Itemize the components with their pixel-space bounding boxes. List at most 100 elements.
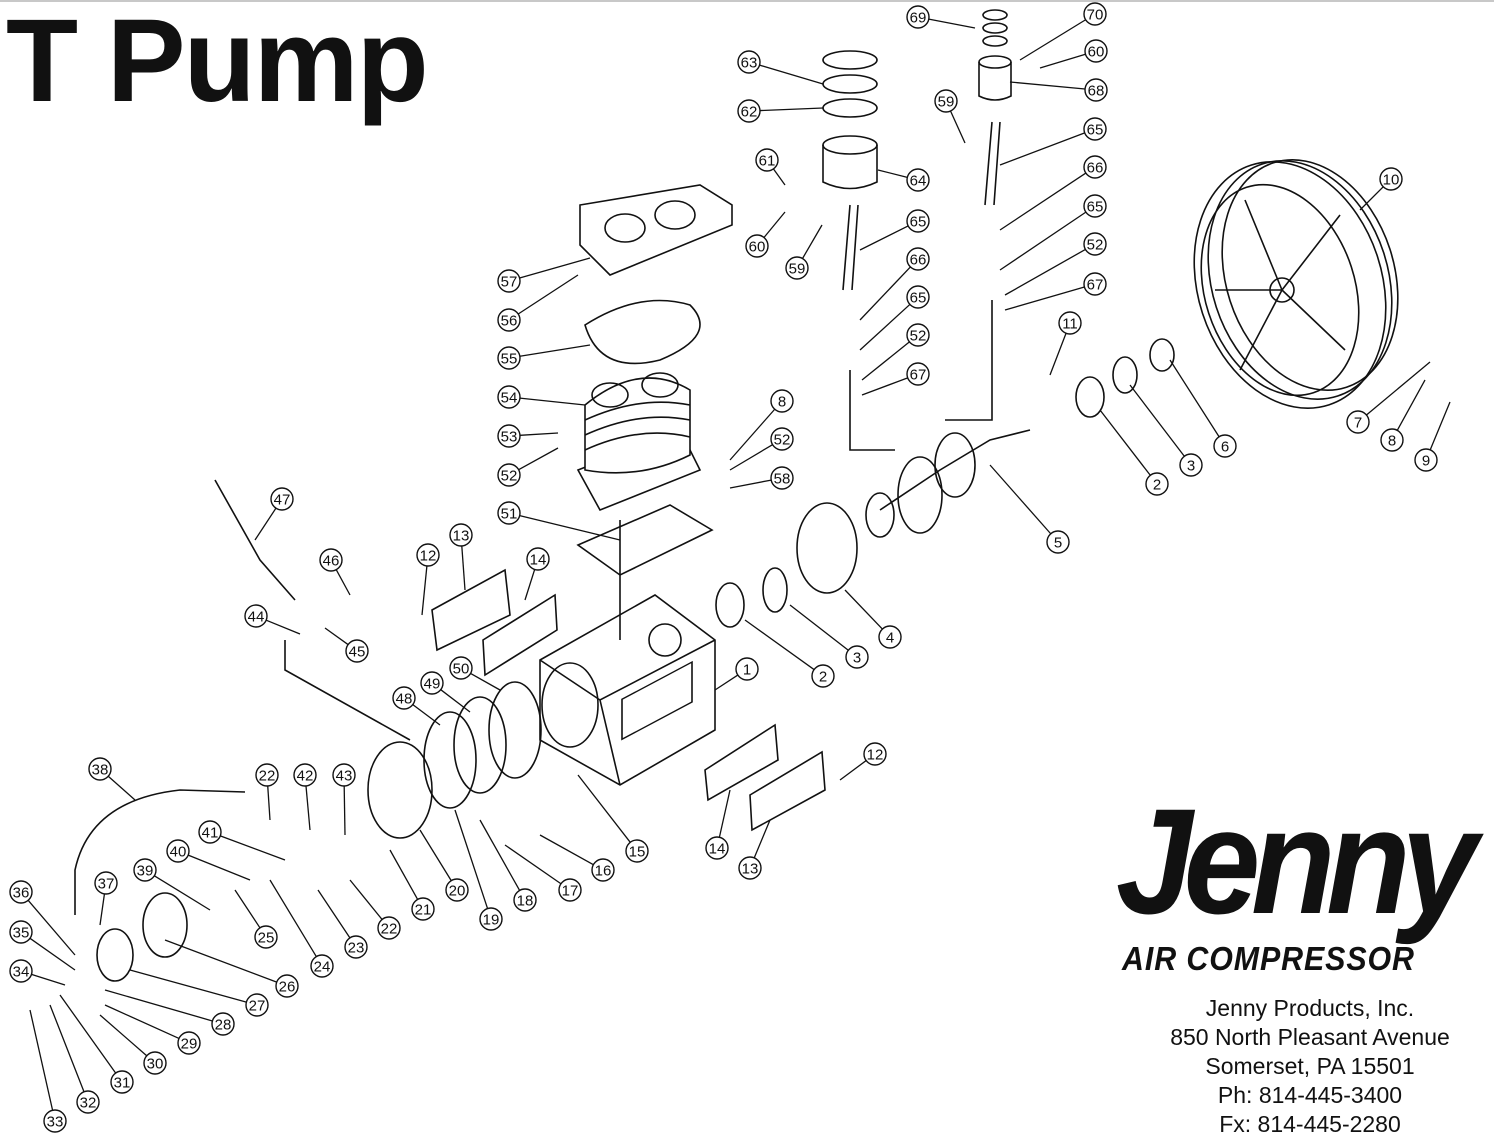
callout-circle xyxy=(88,757,112,781)
top-border xyxy=(0,0,1494,2)
callout-49: 49 xyxy=(420,671,471,713)
leader-line xyxy=(1004,248,1086,296)
callout-65: 65 xyxy=(859,285,930,351)
leader-line xyxy=(759,64,824,85)
callout-34: 34 xyxy=(9,959,66,986)
callout-65: 65 xyxy=(999,194,1107,271)
callout-number: 7 xyxy=(1354,415,1362,432)
leader-line xyxy=(524,569,536,601)
callout-circle xyxy=(878,625,902,649)
leader-line xyxy=(861,377,908,396)
callout-60: 60 xyxy=(745,211,786,258)
callout-50: 50 xyxy=(449,656,501,691)
callout-circle xyxy=(392,686,416,710)
callout-circle xyxy=(255,763,279,787)
callout-number: 37 xyxy=(98,876,115,893)
leader-line xyxy=(1004,286,1085,311)
page-title: T Pump xyxy=(6,0,429,127)
callout-52: 52 xyxy=(861,323,930,381)
leader-line xyxy=(519,397,586,406)
leader-line xyxy=(1396,379,1426,431)
callout-47: 47 xyxy=(254,487,294,541)
callout-circle xyxy=(133,858,157,882)
callout-70: 70 xyxy=(1019,2,1107,61)
callout-35: 35 xyxy=(9,920,76,971)
leader-line xyxy=(267,785,271,821)
base-gasket xyxy=(576,504,714,576)
callout-number: 35 xyxy=(13,925,30,942)
leader-line xyxy=(440,689,471,713)
leader-line xyxy=(577,774,631,843)
callout-circle xyxy=(1145,472,1169,496)
side-gasket xyxy=(482,593,558,677)
callout-44: 44 xyxy=(244,604,301,635)
leader-line xyxy=(729,479,772,489)
leader-line xyxy=(31,973,66,986)
leader-line xyxy=(470,672,501,691)
callout-63: 63 xyxy=(737,50,824,85)
logo-tagline: AIR COMPRESSOR xyxy=(1122,940,1415,977)
callout-circle xyxy=(497,463,521,487)
callout-13: 13 xyxy=(738,819,771,880)
callout-number: 3 xyxy=(853,650,861,667)
leader-line xyxy=(877,169,908,178)
callout-number: 55 xyxy=(501,351,518,368)
callout-62: 62 xyxy=(737,99,824,123)
pump-parts xyxy=(74,9,1399,982)
callout-number: 61 xyxy=(759,153,776,170)
callout-number: 36 xyxy=(13,885,30,902)
callout-circle xyxy=(245,993,269,1017)
callout-23: 23 xyxy=(317,889,368,959)
callout-number: 62 xyxy=(741,104,758,121)
leader-line xyxy=(801,224,823,259)
leader-line xyxy=(999,132,1085,166)
leader-line xyxy=(539,834,594,866)
callout-circle xyxy=(770,466,794,490)
leader-line xyxy=(269,879,317,957)
logo-brand: Jenny xyxy=(1116,777,1478,945)
callout-circle xyxy=(9,959,33,983)
callout-24: 24 xyxy=(269,879,334,978)
callout-number: 10 xyxy=(1383,172,1400,189)
crankcase xyxy=(539,594,716,786)
callout-number: 20 xyxy=(449,883,466,900)
callout-circle xyxy=(863,742,887,766)
callout-number: 52 xyxy=(501,468,518,485)
side-cover xyxy=(431,568,511,652)
leader-line xyxy=(107,775,136,801)
callout-number: 22 xyxy=(381,921,398,938)
fax: Fx: 814-445-2280 xyxy=(1219,1111,1401,1137)
leader-line xyxy=(461,545,466,591)
callout-circle xyxy=(497,501,521,525)
seal xyxy=(715,582,745,628)
callout-45: 45 xyxy=(324,627,369,663)
callout-number: 12 xyxy=(867,747,884,764)
street: 850 North Pleasant Avenue xyxy=(1170,1024,1450,1050)
callout-number: 66 xyxy=(1087,160,1104,177)
callout-circle xyxy=(785,256,809,280)
cylinder xyxy=(576,372,702,512)
callout-64: 64 xyxy=(877,168,930,192)
leader-line xyxy=(519,257,591,279)
front-cover xyxy=(749,750,826,832)
callout-number: 8 xyxy=(778,394,786,411)
leader-line xyxy=(349,879,383,920)
callout-number: 18 xyxy=(517,893,534,910)
leader-line xyxy=(27,899,76,956)
callout-circle xyxy=(770,389,794,413)
callout-8: 8 xyxy=(1380,379,1426,452)
callout-43: 43 xyxy=(332,763,356,836)
leader-line xyxy=(1039,53,1086,69)
end-gasket-49 xyxy=(453,696,507,794)
callout-circle xyxy=(906,168,930,192)
connecting-rod-small xyxy=(984,121,1001,206)
callout-55: 55 xyxy=(497,344,591,370)
callout-27: 27 xyxy=(129,969,269,1017)
callout-circle xyxy=(1083,194,1107,218)
callout-52: 52 xyxy=(729,427,794,471)
callout-14: 14 xyxy=(524,547,550,601)
callout-12: 12 xyxy=(839,742,887,781)
city: Somerset, PA 15501 xyxy=(1205,1053,1415,1079)
leader-line xyxy=(254,507,277,541)
